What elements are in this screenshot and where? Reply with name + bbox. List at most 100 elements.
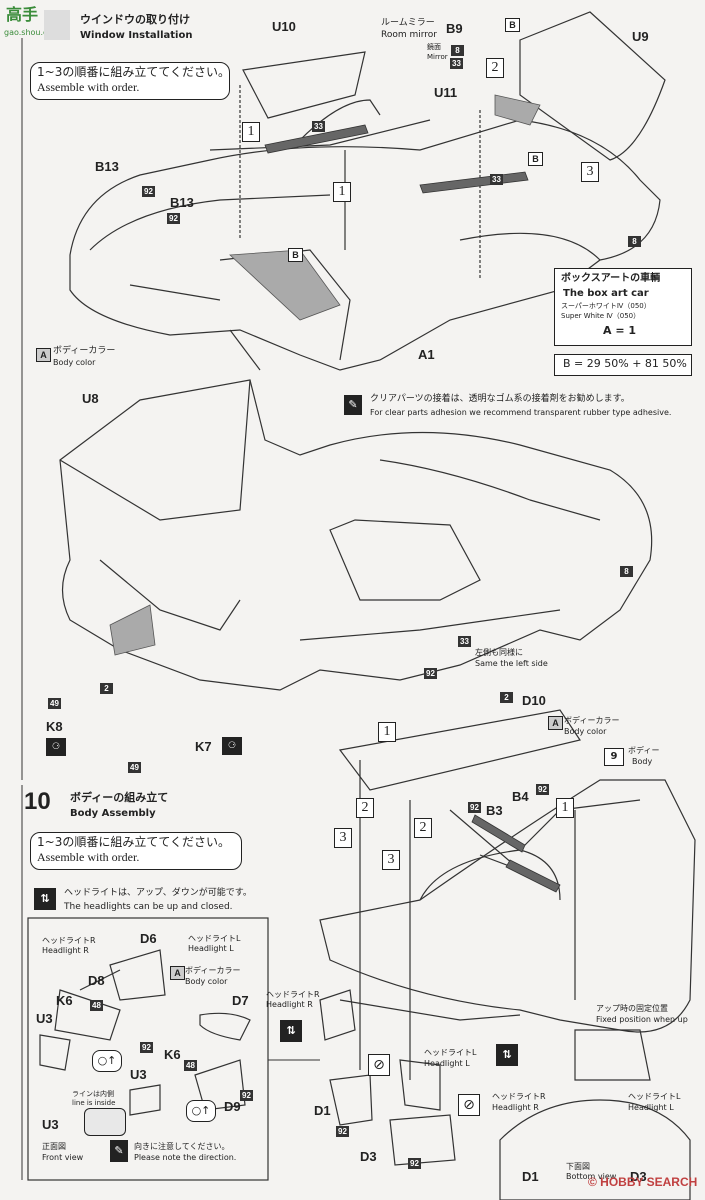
step9-title-en: Window Installation: [80, 30, 193, 41]
bottom-hl-en: Headlight L: [628, 1103, 674, 1112]
num-2-mid: 2: [100, 683, 113, 694]
bottom-hr-en: Headlight R: [492, 1103, 539, 1112]
part-k7: K7: [195, 739, 212, 754]
step9-ref-box: 9: [604, 748, 624, 766]
part-u3-b: U3: [130, 1067, 147, 1082]
part-b9: B9: [446, 21, 463, 36]
inset-body-color-tag: A: [170, 966, 185, 980]
num-33-b: 33: [490, 174, 503, 185]
inset-inside-en: line is inside: [72, 1099, 116, 1107]
k7-icon: ⚆: [222, 737, 242, 755]
part-b-tag-3: B: [288, 248, 303, 262]
body-color-tag: A: [36, 348, 51, 362]
lower-step-2-a: 2: [356, 798, 374, 818]
part-b13-a: B13: [95, 159, 119, 174]
lower-step-3-a: 3: [334, 828, 352, 848]
headlight-note-jp: ヘッドライトは、アップ、ダウンが可能です。: [64, 888, 252, 898]
box-art-panel: ボックスアートの車輌 The box art car スーパーホワイトⅣ（050…: [554, 268, 692, 346]
part-k8: K8: [46, 719, 63, 734]
part-u10: U10: [272, 19, 296, 34]
num-33-c: 33: [450, 58, 463, 69]
step9-title-jp: ウインドウの取り付け: [80, 13, 190, 26]
lower-step-1-a: 1: [378, 722, 396, 742]
lower-fixed-en: Fixed position when up: [596, 1015, 688, 1024]
num-92-b: 92: [167, 213, 180, 224]
lower-fixed-jp: アップ時の固定位置: [596, 1004, 668, 1013]
room-mirror-en: Room mirror: [381, 30, 438, 40]
inset-num-48-b: 48: [184, 1060, 197, 1071]
step-1-a: 1: [242, 122, 260, 142]
part-d6: D6: [140, 931, 157, 946]
inset-hr-jp: ヘッドライトR: [42, 936, 96, 945]
headlight-note-en: The headlights can be up and closed.: [64, 902, 233, 912]
step9-header: [44, 10, 70, 40]
part-u3-c: U3: [42, 1117, 59, 1132]
part-d8: D8: [88, 973, 105, 988]
lower-body-color-jp: ボディーカラー: [564, 716, 620, 725]
lower-step-1-b: 1: [556, 798, 574, 818]
part-b-tag-1: B: [505, 18, 520, 32]
num-33-mid: 33: [458, 636, 471, 647]
step-1-b: 1: [333, 182, 351, 202]
inset-body-color-en: Body color: [185, 977, 228, 986]
headlight-l-updown-icon: ⇅: [496, 1044, 518, 1066]
inset-front-en: Front view: [42, 1153, 84, 1162]
part-u11: U11: [434, 85, 458, 100]
lower-hl-jp: ヘッドライトL: [424, 1048, 477, 1057]
caution-glue-icon: ✎: [110, 1140, 128, 1162]
body-color-jp: ボディーカラー: [53, 346, 116, 356]
lower-body-color-en: Body color: [564, 727, 607, 736]
clear-parts-jp: クリアパーツの接着は、透明なゴム系の接着剤をお勧めします。: [370, 394, 630, 404]
step10-title-jp: ボディーの組み立て: [70, 791, 169, 804]
b-mix-panel: B = 29 50% + 81 50%: [554, 354, 692, 376]
part-b4: B4: [512, 789, 529, 804]
room-mirror-jp: ルームミラー: [381, 18, 435, 28]
num-92-a: 92: [142, 186, 155, 197]
box-art-title-jp: ボックスアートの車輌: [561, 273, 661, 284]
order-note2-en: Assemble with order.: [37, 850, 140, 864]
lower-body-jp: ボディー: [628, 746, 660, 755]
order-note-box: 1~3の順番に組み立ててください。 Assemble with order.: [30, 62, 230, 100]
watermark-url: gao.shou.com: [4, 28, 61, 37]
inset-num-92-b: 92: [240, 1090, 253, 1101]
num-49-a: 49: [48, 698, 61, 709]
b-mix-text: B = 29 50% + 81 50%: [563, 357, 687, 370]
order-note2-jp: 1~3の順番に組み立ててください。: [37, 835, 230, 849]
inset-front-jp: 正面図: [42, 1142, 66, 1151]
num-92-mid: 92: [424, 668, 437, 679]
mirror-small-jp: 鏡面: [427, 43, 441, 51]
order-note-box-2: 1~3の順番に組み立ててください。 Assemble with order.: [30, 832, 242, 870]
lower-num-92-a: 92: [468, 802, 481, 813]
no-glue-mark-1: ⊘: [368, 1054, 390, 1076]
part-u9: U9: [632, 29, 649, 44]
inset-inside-jp: ラインは内側: [72, 1090, 114, 1098]
inset-num-92-a: 92: [140, 1042, 153, 1053]
step-2: 2: [486, 58, 504, 78]
num-49-b: 49: [128, 762, 141, 773]
lower-hl-en: Headlight L: [424, 1059, 470, 1068]
clear-parts-en: For clear parts adhesion we recommend tr…: [370, 408, 672, 417]
num-8-a: 8: [628, 236, 641, 247]
part-k6-b: K6: [164, 1047, 181, 1062]
inset-orientation-box-1: ○↑: [92, 1050, 122, 1072]
same-left-jp: 左側も同様に: [475, 648, 523, 657]
glue-icon: ✎: [344, 395, 362, 415]
step-3: 3: [581, 162, 599, 182]
num-33-a: 33: [312, 121, 325, 132]
updown-arrows-icon: ⇅: [34, 888, 56, 910]
headlight-r-updown-icon: ⇅: [280, 1020, 302, 1042]
part-a1: A1: [418, 347, 435, 362]
part-d7: D7: [232, 993, 249, 1008]
step10-title-en: Body Assembly: [70, 808, 156, 819]
num-2-lower: 2: [500, 692, 513, 703]
part-b-tag-2: B: [528, 152, 543, 166]
watermark-logo: 高手: [6, 5, 39, 24]
part-d1: D1: [314, 1103, 331, 1118]
part-b13-b: B13: [170, 195, 194, 210]
lower-hr-jp: ヘッドライトR: [266, 990, 320, 999]
bottom-view-en: Bottom view: [566, 1172, 617, 1181]
body-color-en: Body color: [53, 358, 96, 367]
inset-num-48-a: 48: [90, 1000, 103, 1011]
bottom-part-d1: D1: [522, 1169, 539, 1184]
